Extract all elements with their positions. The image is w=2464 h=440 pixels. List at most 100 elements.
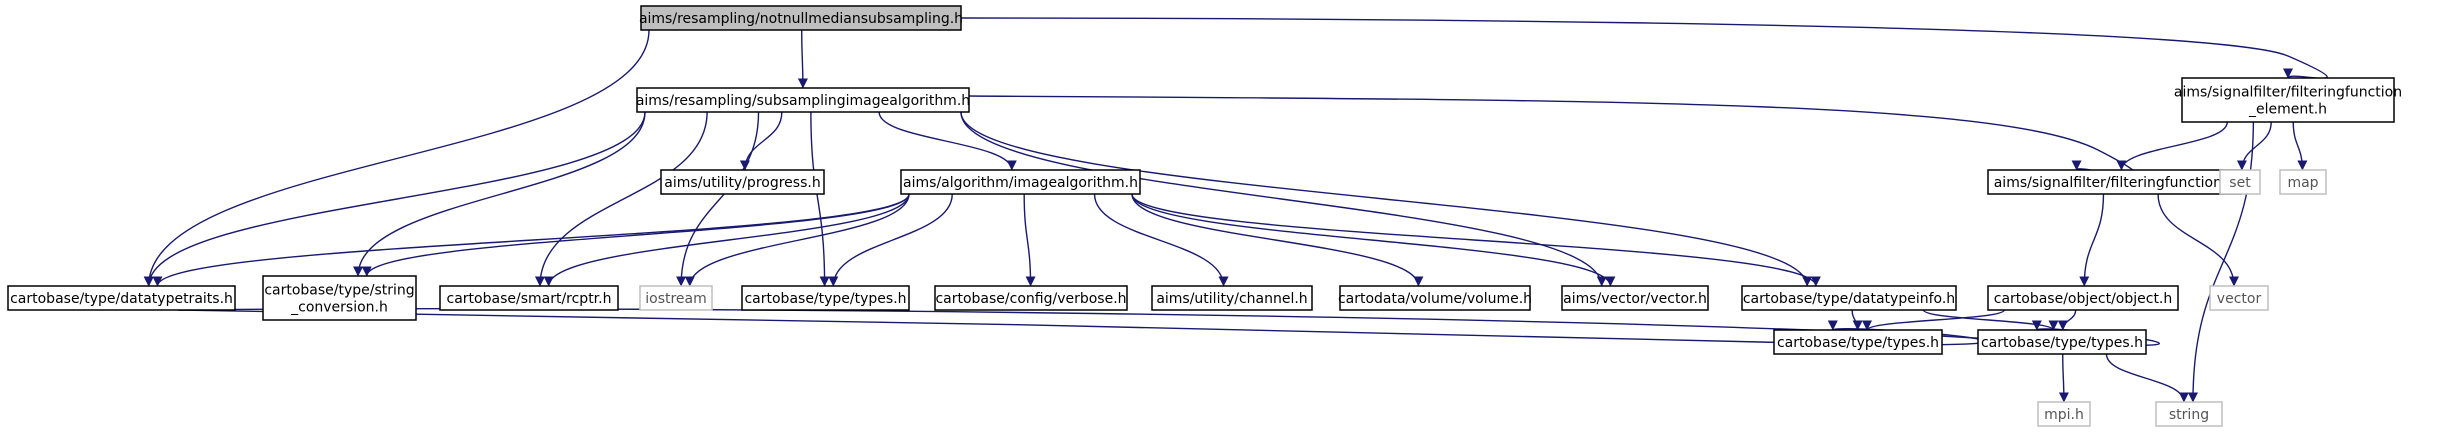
node-subsamp[interactable]: aims/resampling/subsamplingimagealgorith… bbox=[636, 87, 970, 113]
node-label: aims/utility/channel.h bbox=[1156, 291, 1307, 307]
edge-subsamp-to-filtfunc bbox=[968, 95, 2138, 178]
node-root[interactable]: aims/resampling/notnullmediansubsampling… bbox=[639, 5, 963, 31]
node-box bbox=[2037, 401, 2091, 427]
node-box bbox=[1987, 285, 2179, 311]
node-label: cartobase/smart/rcptr.h bbox=[447, 291, 612, 307]
node-channel[interactable]: aims/utility/channel.h bbox=[1151, 285, 1313, 311]
node-filtelem[interactable]: aims/signalfilter/filteringfunction_elem… bbox=[2174, 77, 2402, 123]
edge-imagealgo-to-channel bbox=[1093, 193, 1229, 287]
node-object[interactable]: cartobase/object/object.h bbox=[1987, 285, 2179, 311]
node-label: aims/algorithm/imagealgorithm.h bbox=[903, 175, 1138, 191]
edge-subsamp-to-iostream bbox=[676, 111, 760, 287]
edge-filtelem-to-map bbox=[2292, 121, 2308, 171]
node-types-a[interactable]: cartobase/type/types.h bbox=[1773, 329, 1943, 355]
node-box bbox=[2219, 169, 2261, 195]
node-label: cartobase/type/types.h bbox=[744, 291, 906, 307]
node-label: cartobase/config/verbose.h bbox=[935, 291, 1126, 307]
edge-imagealgo-to-rcptr bbox=[543, 193, 910, 287]
edge-datatypeinfo-to-types_b bbox=[1922, 309, 2059, 331]
node-label: cartobase/type/datatypetraits.h bbox=[10, 291, 233, 307]
node-box bbox=[934, 285, 1128, 311]
node-vector-sys: vector bbox=[2209, 285, 2269, 311]
node-map: map bbox=[2279, 169, 2327, 195]
node-box bbox=[1151, 285, 1313, 311]
node-box bbox=[2181, 77, 2395, 123]
node-box bbox=[636, 87, 970, 113]
node-label: set bbox=[2229, 175, 2251, 191]
node-label: aims/signalfilter/filteringfunction.h bbox=[1994, 175, 2236, 191]
edge-subsamp-to-rcptr bbox=[534, 111, 708, 287]
node-label: aims/utility/progress.h bbox=[664, 175, 820, 191]
node-mpi: mpi.h bbox=[2037, 401, 2091, 427]
edge-root-to-filtelem bbox=[960, 17, 2328, 79]
node-string: string bbox=[2155, 401, 2223, 427]
node-types-mid[interactable]: cartobase/type/types.h bbox=[741, 285, 910, 311]
node-box bbox=[1561, 285, 1709, 311]
node-label: _conversion.h bbox=[290, 300, 388, 316]
edge-imagealgo-to-verbose bbox=[1023, 193, 1036, 287]
node-datatypeinfo[interactable]: cartobase/type/datatypeinfo.h bbox=[1741, 285, 1957, 311]
edge-imagealgo-to-iostream bbox=[684, 193, 910, 287]
edge-root-to-subsamp bbox=[797, 29, 808, 89]
edge-types_b-to-mpi bbox=[2058, 353, 2069, 403]
node-filtfunc[interactable]: aims/signalfilter/filteringfunction.h bbox=[1987, 169, 2242, 195]
node-strconv[interactable]: cartobase/type/string_conversion.h bbox=[262, 275, 417, 321]
node-label: map bbox=[2287, 175, 2318, 191]
node-verbose[interactable]: cartobase/config/verbose.h bbox=[934, 285, 1128, 311]
edge-subsamp-to-progress bbox=[739, 111, 783, 171]
edge-imagealgo-to-volume bbox=[1131, 193, 1424, 287]
node-set: set bbox=[2219, 169, 2261, 195]
edge-types_b-to-string bbox=[2105, 353, 2189, 403]
node-box bbox=[2279, 169, 2327, 195]
edge-root-to-datatypetraits bbox=[143, 29, 650, 287]
node-label: iostream bbox=[645, 291, 707, 307]
node-label: aims/vector/vector.h bbox=[1563, 291, 1707, 307]
node-box bbox=[1741, 285, 1957, 311]
node-box bbox=[262, 275, 417, 321]
node-label: cartobase/object/object.h bbox=[1994, 291, 2173, 307]
node-box bbox=[7, 285, 236, 311]
edge-filtfunc-to-object bbox=[2079, 193, 2105, 287]
edge-subsamp-to-vector_h bbox=[960, 111, 1607, 287]
node-rcptr[interactable]: cartobase/smart/rcptr.h bbox=[439, 285, 619, 311]
node-box bbox=[741, 285, 910, 311]
edge-imagealgo-to-vector_h bbox=[1131, 193, 1616, 287]
node-label: vector bbox=[2217, 291, 2262, 307]
node-box bbox=[2155, 401, 2223, 427]
node-box bbox=[900, 169, 1141, 195]
edge-imagealgo-to-types_mid bbox=[828, 193, 953, 287]
node-label: cartobase/type/datatypeinfo.h bbox=[1743, 291, 1955, 307]
node-types-b[interactable]: cartobase/type/types.h bbox=[1977, 329, 2147, 355]
edge-subsamp-to-types_mid bbox=[810, 111, 830, 287]
edge-subsamp-to-datatypeinfo bbox=[960, 111, 1813, 287]
edge-subsamp-to-datatypetraits bbox=[143, 111, 646, 287]
node-label: aims/resampling/notnullmediansubsampling… bbox=[639, 11, 963, 27]
node-label: cartodata/volume/volume.h bbox=[1338, 291, 1532, 307]
edge-imagealgo-to-strconv bbox=[361, 193, 910, 277]
node-box bbox=[640, 5, 962, 31]
node-vector-h[interactable]: aims/vector/vector.h bbox=[1561, 285, 1709, 311]
node-label: cartobase/type/types.h bbox=[1981, 335, 2143, 351]
edge-subsamp-to-strconv bbox=[353, 111, 646, 277]
node-label: _element.h bbox=[2248, 102, 2327, 118]
node-label: cartobase/type/types.h bbox=[1777, 335, 1939, 351]
node-volume[interactable]: cartodata/volume/volume.h bbox=[1338, 285, 1532, 311]
edge-object-to-types_a bbox=[1862, 309, 2005, 331]
node-box bbox=[1773, 329, 1943, 355]
edge-filtelem-to-set bbox=[2236, 121, 2272, 171]
node-iostream: iostream bbox=[639, 285, 713, 311]
node-box bbox=[439, 285, 619, 311]
edge-filtelem-to-filtfunc bbox=[2116, 121, 2228, 171]
edge-imagealgo-to-datatypeinfo bbox=[1131, 193, 1821, 287]
node-label: cartobase/type/string bbox=[264, 283, 414, 299]
node-label: mpi.h bbox=[2044, 407, 2084, 423]
edge-filtfunc-to-vector_sys bbox=[2157, 193, 2240, 287]
node-label: string bbox=[2169, 407, 2209, 423]
node-progress[interactable]: aims/utility/progress.h bbox=[660, 169, 825, 195]
edge-object-to-types_b bbox=[2057, 309, 2077, 331]
node-imagealgo[interactable]: aims/algorithm/imagealgorithm.h bbox=[900, 169, 1141, 195]
node-datatypetraits[interactable]: cartobase/type/datatypetraits.h bbox=[7, 285, 236, 311]
node-box bbox=[1977, 329, 2147, 355]
edge-datatypetraits-to-types_a bbox=[178, 309, 1986, 346]
